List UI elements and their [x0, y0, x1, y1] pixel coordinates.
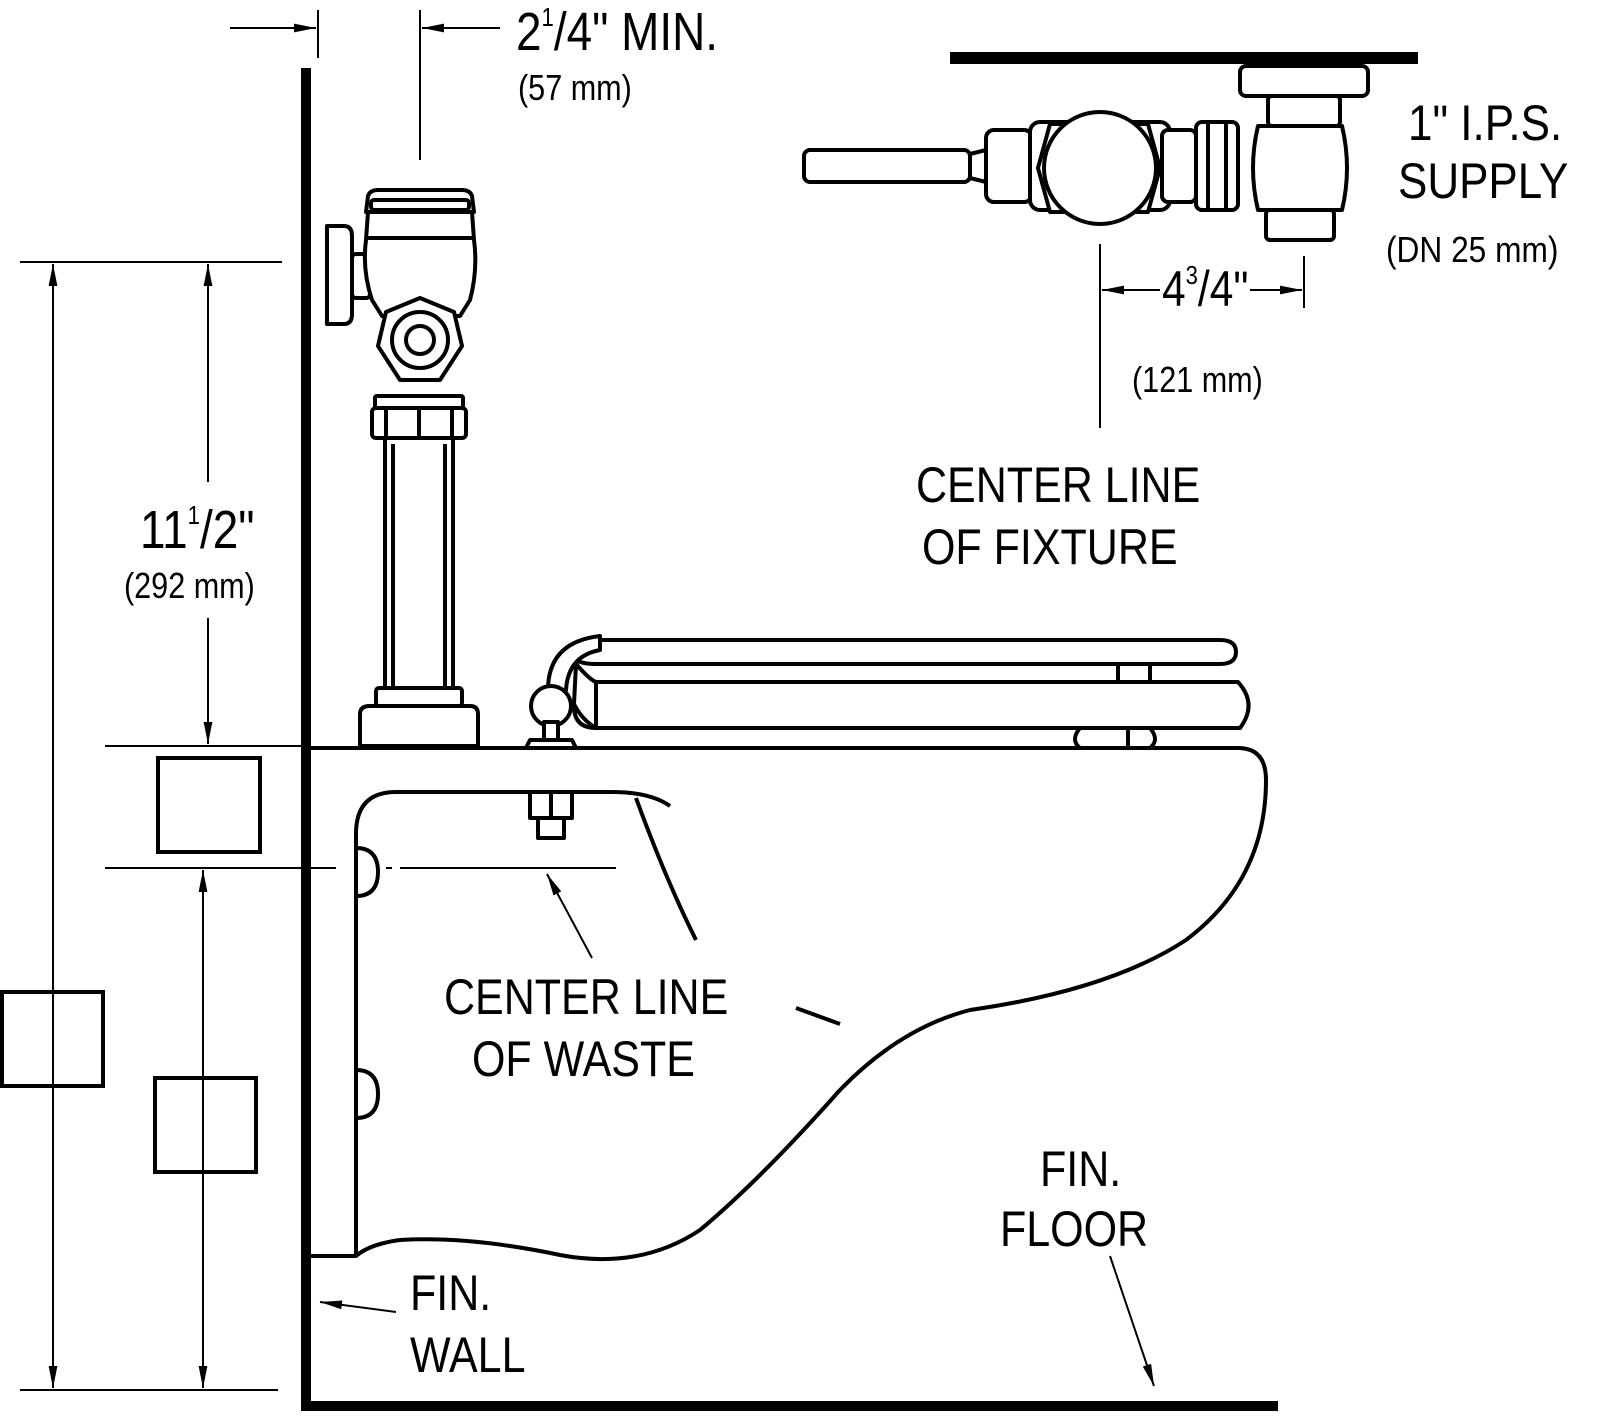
valve-escutcheon	[325, 224, 354, 326]
fin-floor-leader	[1109, 1255, 1155, 1387]
bowl-outline	[311, 746, 1268, 1262]
wall-carrier-blocks	[0, 756, 262, 1174]
bowl-trapway	[634, 797, 698, 941]
fin-floor-line2: FLOOR	[1000, 1201, 1148, 1257]
supply-offset-metric: (121 mm)	[1132, 361, 1263, 401]
supply-offset-label: 43/4"	[1162, 261, 1248, 317]
supply-label-line3: (DN 25 mm)	[1386, 230, 1558, 270]
supply-offset-dimension	[1099, 244, 1305, 428]
wall-clearance-label: 21/4" MIN.	[516, 2, 718, 62]
supply-height-metric: (292 mm)	[124, 567, 255, 607]
waste-centerline	[105, 867, 616, 959]
toilet-seat-ring	[572, 680, 1251, 730]
fixture-centerline-line1: CENTER LINE	[916, 457, 1200, 513]
toilet-lid	[570, 638, 1238, 666]
supply-height-label: 111/2"	[140, 500, 255, 560]
fin-wall-line1: FIN.	[410, 1265, 491, 1321]
fin-wall-line2: WALL	[410, 1327, 525, 1383]
toilet-seat	[524, 634, 1251, 750]
plan-handle	[802, 148, 972, 184]
supply-label-line2: SUPPLY	[1398, 152, 1568, 208]
fixture-centerline-line2: OF FIXTURE	[922, 519, 1178, 575]
toilet-bowl	[311, 746, 1268, 1262]
carrier-block-upper	[156, 756, 262, 854]
bowl-inner-back	[354, 790, 672, 1256]
waste-label-leader	[795, 1006, 841, 1026]
wall-clearance-metric: (57 mm)	[518, 69, 632, 109]
extension-lines	[20, 261, 306, 1391]
waste-centerline-line2: OF WASTE	[472, 1031, 695, 1087]
carrier-block-lower	[153, 1076, 258, 1174]
fin-floor-line1: FIN.	[1040, 1141, 1121, 1197]
spud-coupling	[358, 704, 480, 748]
wall-clearance-dimension	[230, 10, 500, 160]
flush-tube	[358, 436, 480, 748]
supply-label-line1: 1" I.P.S.	[1408, 94, 1562, 150]
plan-view-valve	[802, 64, 1370, 242]
fin-wall-leader	[319, 1300, 397, 1313]
flush-valve	[325, 188, 478, 440]
plan-supply-stop	[1238, 64, 1370, 98]
waste-leader-arrow	[546, 873, 593, 959]
supply-height-dimension	[198, 264, 213, 1388]
waste-centerline-line1: CENTER LINE	[444, 969, 728, 1025]
